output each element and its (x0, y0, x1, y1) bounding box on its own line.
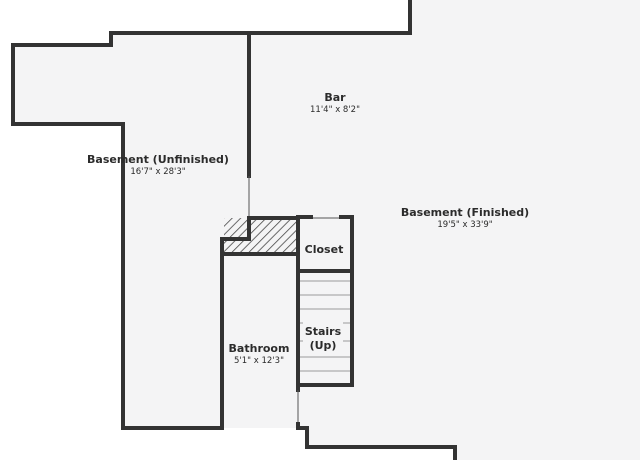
room-dims-bathroom: 5'1" x 12'3" (234, 356, 284, 366)
floor-area (12, 0, 640, 460)
room-dims-bar: 11'4" x 8'2" (310, 105, 360, 115)
room-name-basement-unfinished: Basement (Unfinished) (87, 153, 229, 166)
room-dims-basement-unfinished: 16'7" x 28'3" (130, 167, 185, 177)
room-name-basement-finished: Basement (Finished) (401, 206, 529, 219)
room-dims-basement-finished: 19'5" x 33'9" (437, 220, 492, 230)
stairs-label-backdrop (303, 322, 343, 352)
room-name-stairs-line2: (Up) (310, 339, 337, 352)
room-name-closet: Closet (305, 243, 344, 256)
room-name-stairs-line1: Stairs (305, 325, 342, 338)
exterior-wall-bottom-right (296, 426, 457, 460)
hatched-utility-area (224, 218, 298, 253)
room-name-bathroom: Bathroom (229, 342, 290, 355)
exterior-wall-top-left (11, 0, 412, 430)
wall-stairs-right (296, 269, 354, 387)
room-name-bar: Bar (324, 91, 346, 104)
wall-closet-right (296, 215, 354, 273)
